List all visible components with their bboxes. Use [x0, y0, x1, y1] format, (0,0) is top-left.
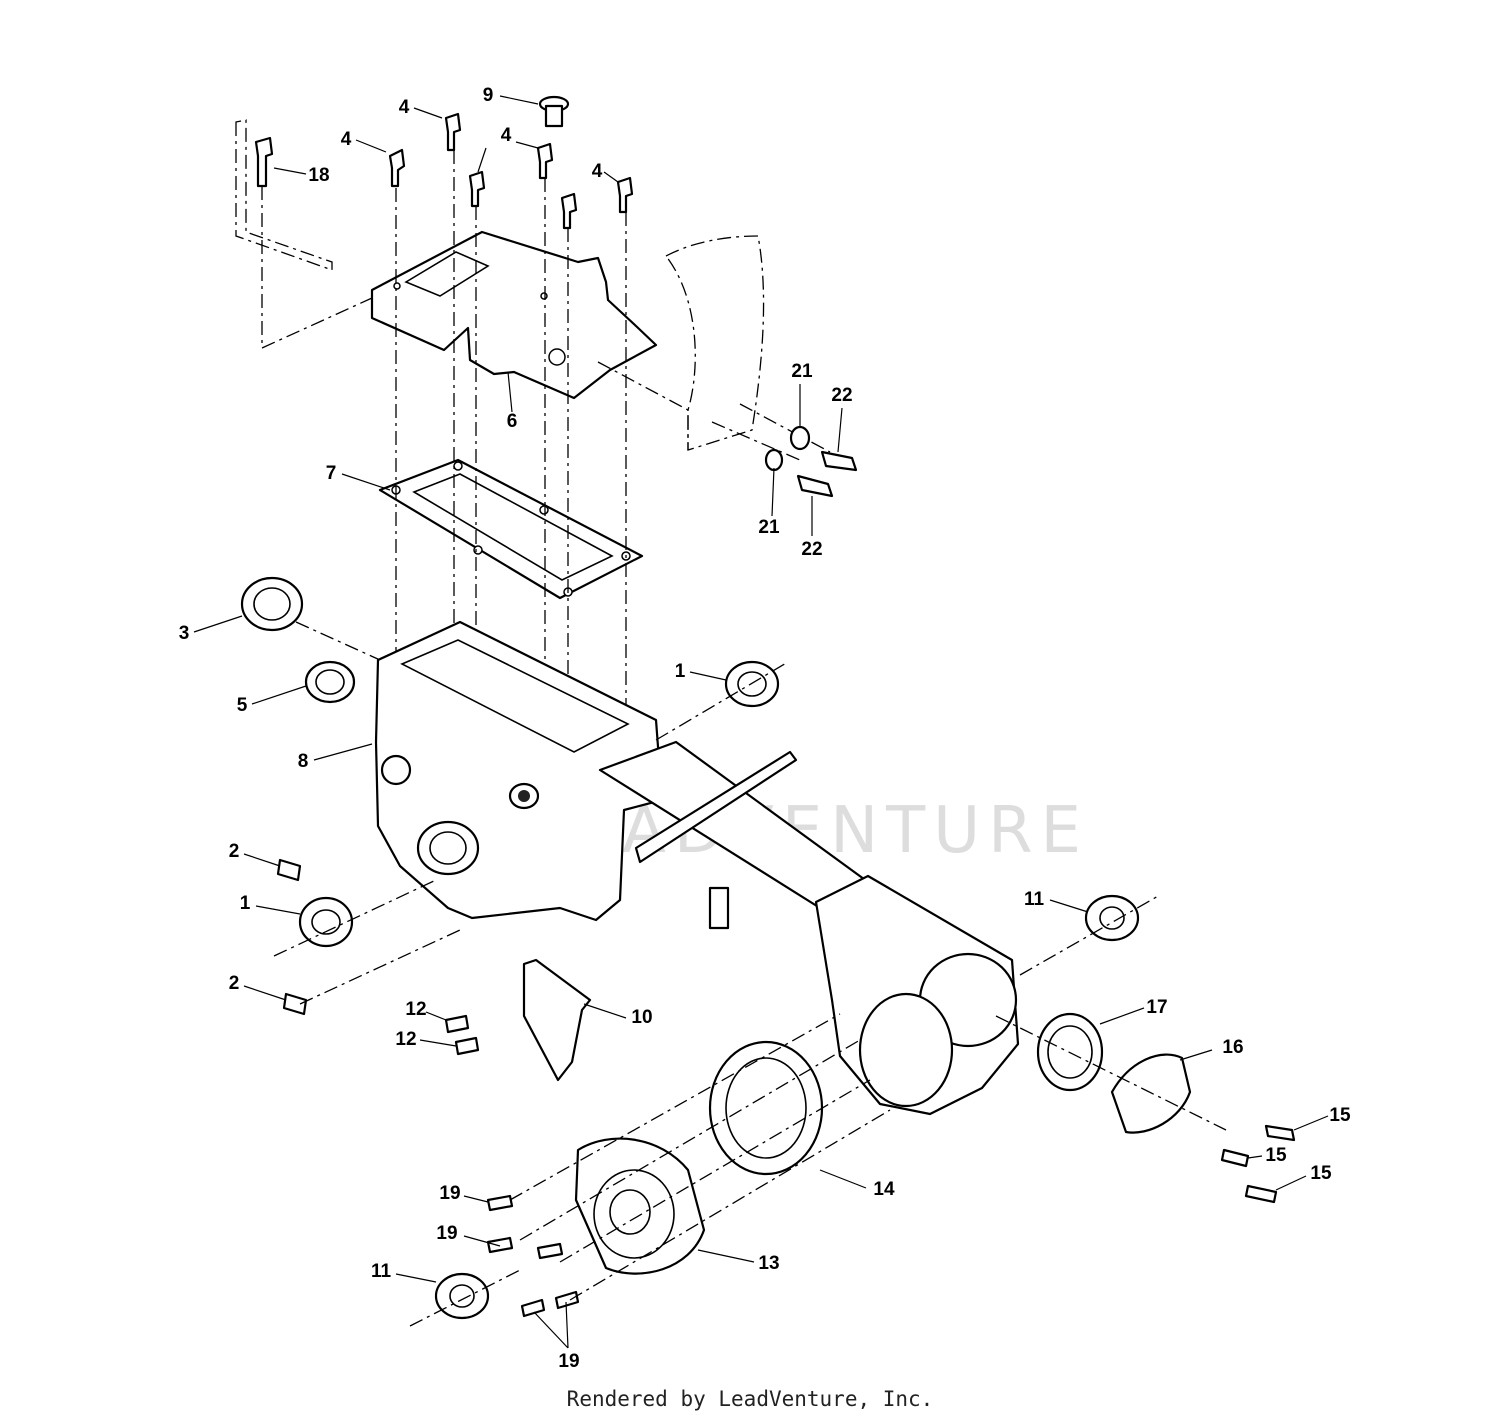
callout-label: 19 [558, 1351, 579, 1372]
chain-case [814, 874, 1020, 1116]
callout-label: 4 [592, 161, 603, 182]
callout-label: 11 [371, 1261, 392, 1282]
callout-label: 19 [439, 1183, 460, 1204]
callout-label: 19 [436, 1223, 457, 1244]
seals-bearings [240, 576, 1140, 1320]
bolts-top [254, 112, 634, 230]
callout-label: 18 [308, 165, 329, 186]
callout-label: 4 [341, 129, 352, 150]
small-screws [276, 858, 1296, 1318]
callout-label: 21 [758, 517, 780, 538]
callout-labels: 9 4 4 4 4 18 6 21 22 7 21 22 3 1 5 8 2 1… [179, 85, 1351, 1372]
hitch-bracket [522, 958, 592, 1082]
callout-label: 21 [791, 361, 813, 382]
callout-label: 7 [326, 463, 337, 484]
centerlines [273, 621, 1227, 1327]
callout-label: 22 [831, 385, 852, 406]
callout-label: 13 [758, 1253, 779, 1274]
callout-label: 11 [1024, 889, 1045, 910]
callout-label: 12 [395, 1029, 416, 1050]
cover-plate [370, 230, 658, 400]
callout-label: 15 [1265, 1145, 1287, 1166]
callout-label: 1 [240, 893, 251, 914]
callout-label: 4 [501, 125, 512, 146]
callout-label: 1 [675, 661, 686, 682]
callout-label: 2 [229, 841, 240, 862]
callout-label: 16 [1222, 1037, 1243, 1058]
callout-label: 12 [405, 999, 426, 1020]
callout-label: 9 [483, 85, 494, 106]
callout-label: 22 [801, 539, 822, 560]
leader-lines [193, 95, 1329, 1349]
callout-label: 10 [631, 1007, 652, 1028]
callout-label: 8 [298, 751, 309, 772]
callout-label: 6 [507, 411, 518, 432]
callout-label: 4 [399, 97, 410, 118]
gasket [378, 458, 644, 600]
callout-label: 15 [1310, 1163, 1332, 1184]
vent-plug [538, 95, 570, 128]
gear-housing [374, 620, 664, 922]
callout-label: 17 [1146, 997, 1167, 1018]
callout-label: 15 [1329, 1105, 1351, 1126]
footer-credit: Rendered by LeadVenture, Inc. [566, 1387, 934, 1411]
callout-label: 14 [873, 1179, 895, 1200]
callout-label: 3 [179, 623, 190, 644]
callout-label: 2 [229, 973, 240, 994]
washers-bolts-right [764, 425, 858, 498]
callout-label: 5 [237, 695, 248, 716]
